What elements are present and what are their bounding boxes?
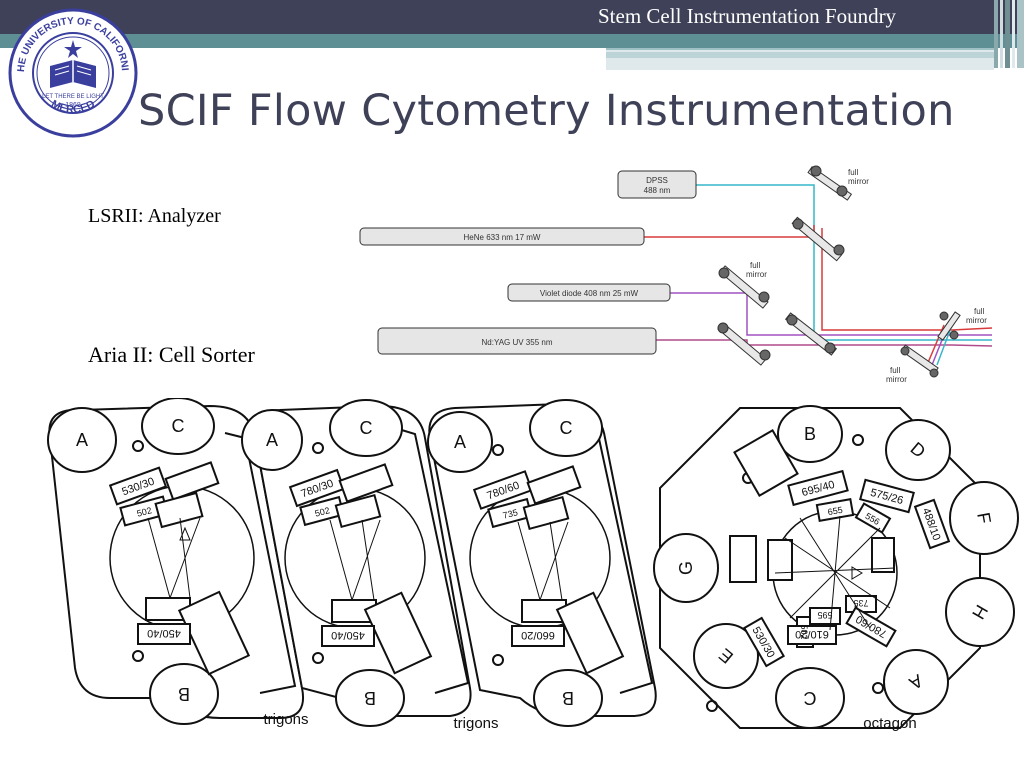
mirrors bbox=[717, 165, 961, 378]
mirror-label-3: mirror bbox=[966, 316, 987, 325]
trigon1-slot-a: A bbox=[76, 430, 88, 450]
page-title: SCIF Flow Cytometry Instrumentation bbox=[138, 86, 955, 136]
foundry-name: Stem Cell Instrumentation Foundry bbox=[598, 4, 897, 28]
trigon1-slot-b: B bbox=[178, 684, 190, 704]
trigon1-filter-502: 502 bbox=[136, 505, 153, 519]
octagon-filter-610-20: 610/20 bbox=[795, 628, 829, 640]
dpss-label: DPSS bbox=[646, 176, 668, 185]
trigon3-slot-b: B bbox=[562, 688, 574, 708]
seal-year: 1868 bbox=[65, 102, 81, 109]
trigon2-slot-b: B bbox=[364, 688, 376, 708]
mirror-label-4: mirror bbox=[886, 375, 907, 384]
seal-motto: LET THERE BE LIGHT bbox=[42, 94, 104, 100]
octagon-slot-f: F bbox=[973, 511, 995, 525]
detector-cups-diagram: A C B A C B A C B B D F H A C E G 530/30… bbox=[47, 398, 1019, 732]
octagon-slot-b: B bbox=[804, 424, 816, 444]
octagon-slot-g: G bbox=[676, 561, 696, 575]
mirror-2 bbox=[791, 216, 845, 262]
cup-captions: trigons trigons octagon bbox=[263, 711, 916, 732]
top-bar bbox=[0, 0, 1024, 34]
trigon3-slot-c: C bbox=[560, 418, 573, 438]
mirror-3 bbox=[718, 265, 770, 309]
full-label-4: full bbox=[890, 366, 900, 375]
mirror-label-2: mirror bbox=[746, 270, 767, 279]
light-band-inner bbox=[606, 52, 994, 58]
aria-label: Aria II: Cell Sorter bbox=[88, 342, 255, 367]
mirror-1 bbox=[807, 165, 853, 201]
university-seal: THE UNIVERSITY OF CALIFORNIA MERCED LET … bbox=[8, 8, 138, 138]
seal-bottom-text: MERCED bbox=[49, 98, 97, 116]
seal-book-icon bbox=[50, 60, 96, 88]
trigon2-slot-c: C bbox=[360, 418, 373, 438]
laser-path-diagram: DPSS 488 nm HeNe 633 nm 17 mW Violet dio… bbox=[359, 165, 993, 384]
full-label-1: full bbox=[848, 168, 858, 177]
full-mirror-labels: full mirror full mirror full mirror full… bbox=[746, 168, 987, 384]
ndyag-label: Nd:YAG UV 355 nm bbox=[482, 338, 553, 347]
laser-hene: HeNe 633 nm 17 mW bbox=[359, 227, 645, 246]
full-label-3: full bbox=[974, 307, 984, 316]
right-stripes bbox=[994, 0, 1024, 68]
octagon-filter-595: 595 bbox=[817, 610, 832, 620]
trigon-3 bbox=[427, 399, 657, 727]
seal-star-icon bbox=[64, 40, 82, 58]
trigon2-filter-450-40: 450/40 bbox=[331, 629, 365, 641]
octagon-filter-735: 735 bbox=[853, 598, 868, 608]
caption-trigons-1: trigons bbox=[263, 711, 308, 728]
violet-label: Violet diode 408 nm 25 mW bbox=[540, 289, 639, 298]
octagon-filter-502: 502 bbox=[799, 624, 809, 639]
teal-band bbox=[0, 34, 1024, 48]
octagon-slot-c: C bbox=[804, 688, 817, 708]
laser-ndyag: Nd:YAG UV 355 nm bbox=[377, 327, 657, 355]
mirror-label-1: mirror bbox=[848, 177, 869, 186]
trigon2-filter-502: 502 bbox=[314, 505, 331, 519]
trigon3-filter-660-20: 660/20 bbox=[521, 629, 555, 641]
trigon-1 bbox=[47, 398, 304, 725]
lsrii-label: LSRII: Analyzer bbox=[88, 205, 221, 227]
octagon-filter-655: 655 bbox=[827, 505, 844, 517]
full-label-2: full bbox=[750, 261, 760, 270]
mirror-4 bbox=[717, 322, 771, 366]
caption-octagon: octagon bbox=[863, 715, 916, 732]
octagon bbox=[653, 405, 1019, 729]
trigon3-filter-735: 735 bbox=[502, 507, 519, 521]
mirror-5 bbox=[784, 312, 838, 356]
mirror-7 bbox=[900, 344, 939, 378]
trigon1-filter-450-40: 450/40 bbox=[147, 627, 181, 639]
laser-violet: Violet diode 408 nm 25 mW bbox=[507, 283, 671, 302]
trigon2-slot-a: A bbox=[266, 430, 278, 450]
laser-dpss: DPSS 488 nm bbox=[617, 170, 697, 199]
caption-trigons-2: trigons bbox=[453, 715, 498, 732]
trigon1-slot-c: C bbox=[172, 416, 185, 436]
mirror-6 bbox=[937, 311, 961, 341]
dpss-wavelength: 488 nm bbox=[644, 186, 671, 195]
hene-label: HeNe 633 nm 17 mW bbox=[464, 233, 541, 242]
trigon3-slot-a: A bbox=[454, 432, 466, 452]
trigon-2 bbox=[241, 399, 472, 727]
